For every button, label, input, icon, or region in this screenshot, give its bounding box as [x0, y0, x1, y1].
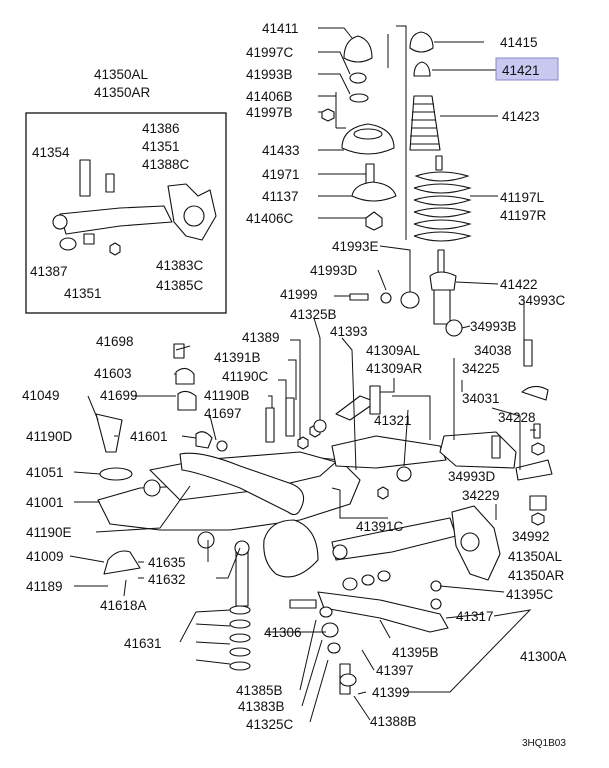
part-label[interactable]: 41385C — [156, 278, 204, 293]
knuckle-lower-arm — [317, 505, 501, 633]
part-label[interactable]: 41306 — [264, 625, 302, 640]
part-label[interactable]: 34225 — [462, 361, 500, 376]
part-label[interactable]: 41618A — [100, 598, 147, 613]
part-label[interactable]: 41433 — [262, 143, 300, 158]
part-label[interactable]: 41993D — [310, 263, 358, 278]
part-label[interactable]: 41387 — [30, 264, 68, 279]
part-label[interactable]: 41971 — [262, 167, 300, 182]
part-label[interactable]: 41300A — [520, 649, 567, 664]
part-label[interactable]: 41388C — [142, 157, 190, 172]
part-label[interactable]: 41406C — [246, 211, 294, 226]
part-label[interactable]: 41350AR — [94, 85, 151, 100]
part-label[interactable]: 41325B — [290, 307, 337, 322]
inset-upper-arm — [52, 159, 217, 256]
part-label[interactable]: 41393 — [330, 324, 368, 339]
strut-assembly — [409, 31, 472, 337]
part-label[interactable]: 41423 — [502, 109, 540, 124]
part-label[interactable]: 41354 — [32, 145, 70, 160]
part-label[interactable]: 41351 — [142, 139, 180, 154]
part-label[interactable]: 34229 — [462, 488, 500, 503]
part-label[interactable]: 34228 — [498, 410, 536, 425]
part-label[interactable]: 41395B — [392, 645, 439, 660]
exploded-drawing — [25, 25, 553, 723]
part-label[interactable]: 41399 — [372, 685, 410, 700]
part-label[interactable]: 41197R — [500, 208, 547, 223]
part-label[interactable]: 41321 — [374, 413, 412, 428]
part-label[interactable]: 41632 — [148, 572, 186, 587]
part-label[interactable]: 41391B — [214, 350, 261, 365]
drawing-code: 3HQ1B03 — [522, 738, 566, 749]
bushing-stack — [229, 599, 357, 695]
part-label[interactable]: 41395C — [506, 587, 554, 602]
trailing-arm — [331, 339, 553, 526]
part-label[interactable]: 41391C — [356, 519, 404, 534]
part-label[interactable]: 41317 — [456, 609, 494, 624]
part-label[interactable]: 41383C — [156, 258, 204, 273]
part-label[interactable]: 41415 — [500, 35, 538, 50]
part-label[interactable]: 34031 — [462, 391, 500, 406]
part-label-highlighted[interactable]: 41421 — [502, 63, 540, 78]
part-label[interactable]: 34993B — [470, 319, 517, 334]
part-label[interactable]: 41999 — [280, 287, 318, 302]
part-label[interactable]: 41406B — [246, 89, 293, 104]
part-labels: 41411 41997C 41993B 41406B 41997B 41433 … — [22, 21, 567, 749]
part-label[interactable]: 41049 — [22, 388, 60, 403]
part-label[interactable]: 41389 — [242, 330, 280, 345]
part-label[interactable]: 41631 — [124, 636, 162, 651]
part-label[interactable]: 41993B — [246, 67, 293, 82]
part-label[interactable]: 41699 — [100, 388, 138, 403]
part-label[interactable]: 41189 — [26, 579, 63, 594]
part-label[interactable]: 41603 — [94, 366, 132, 381]
inset-frame — [25, 112, 227, 314]
part-label[interactable]: 41601 — [130, 429, 168, 444]
part-label[interactable]: 41350AR — [508, 568, 565, 583]
part-label[interactable]: 41698 — [96, 334, 134, 349]
part-label[interactable]: 41388B — [370, 714, 417, 729]
part-label[interactable]: 41325C — [246, 717, 294, 732]
part-label[interactable]: 41051 — [26, 465, 64, 480]
part-label[interactable]: 41697 — [204, 406, 242, 421]
fasteners-center — [265, 291, 420, 500]
part-label[interactable]: 41137 — [262, 189, 299, 204]
strut-mount-stack — [321, 25, 407, 240]
part-label[interactable]: 41397 — [376, 663, 414, 678]
part-label[interactable]: 41309AR — [366, 361, 423, 376]
part-label[interactable]: 41383B — [238, 699, 285, 714]
part-label[interactable]: 41350AL — [508, 549, 563, 564]
part-label[interactable]: 41190E — [26, 525, 72, 540]
part-label[interactable]: 41197L — [500, 190, 545, 205]
part-label[interactable]: 41351 — [64, 286, 102, 301]
part-label[interactable]: 41190B — [204, 388, 250, 403]
part-label[interactable]: 41009 — [26, 549, 64, 564]
part-label[interactable]: 41997C — [246, 45, 294, 60]
part-label[interactable]: 41001 — [26, 495, 64, 510]
part-label[interactable]: 34993C — [518, 293, 566, 308]
part-label[interactable]: 41997B — [246, 105, 293, 120]
part-label[interactable]: 41350AL — [94, 67, 149, 82]
part-label[interactable]: 41635 — [148, 555, 186, 570]
part-label[interactable]: 41422 — [500, 277, 538, 292]
part-label[interactable]: 41386 — [142, 121, 180, 136]
part-label[interactable]: 34038 — [474, 343, 512, 358]
part-label[interactable]: 34992 — [512, 529, 550, 544]
highlight-box — [495, 57, 559, 81]
part-label[interactable]: 41309AL — [366, 343, 421, 358]
part-label[interactable]: 34993D — [448, 469, 496, 484]
part-label[interactable]: 41385B — [236, 683, 283, 698]
part-label[interactable]: 41190C — [222, 369, 269, 384]
part-label[interactable]: 41411 — [262, 21, 299, 36]
part-label[interactable]: 41190D — [26, 429, 73, 444]
part-label[interactable]: 41993E — [332, 239, 379, 254]
leader-lines — [69, 27, 536, 723]
